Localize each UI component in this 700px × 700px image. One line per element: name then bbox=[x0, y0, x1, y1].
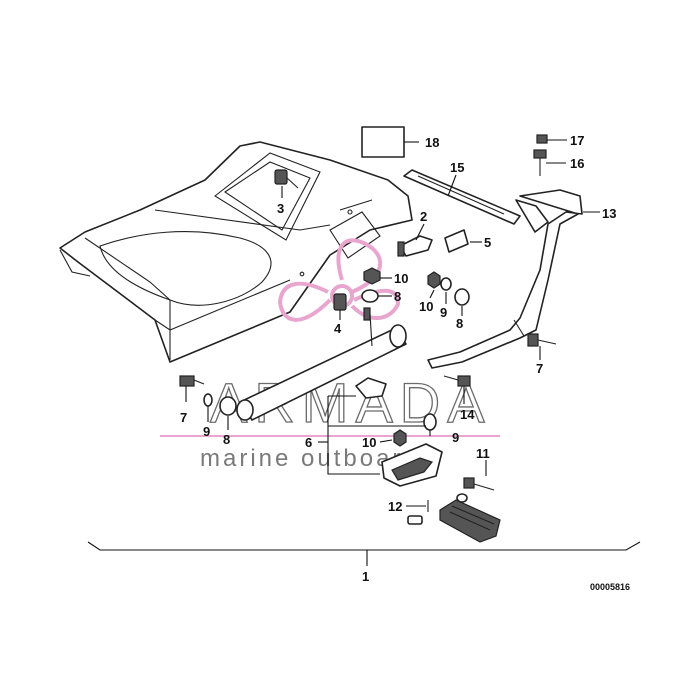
part-16-bolt bbox=[533, 149, 547, 176]
part-8-bushing-upper bbox=[361, 289, 379, 303]
callout-8c: 8 bbox=[223, 432, 230, 447]
part-10-nut-upper bbox=[363, 267, 381, 285]
part-10-nut-lower bbox=[393, 429, 407, 447]
part-10-nut-right bbox=[427, 271, 441, 289]
part-15-mounting-plate bbox=[403, 169, 521, 225]
part-17-nut bbox=[536, 134, 548, 144]
callout-11: 11 bbox=[476, 446, 490, 461]
footpeg bbox=[439, 493, 501, 543]
callout-1: 1 bbox=[362, 569, 369, 584]
armada-watermark: ARMADA marine outboards bbox=[160, 238, 500, 472]
callout-10a: 10 bbox=[394, 271, 408, 286]
part-9-washer-lower bbox=[423, 413, 437, 431]
part-6-rail bbox=[236, 313, 407, 421]
callout-12: 12 bbox=[388, 499, 402, 514]
callout-7a: 7 bbox=[536, 361, 543, 376]
part-8-bushing-right bbox=[454, 288, 470, 306]
callout-14: 14 bbox=[460, 407, 475, 422]
callout-9a: 9 bbox=[440, 305, 447, 320]
footrest-holder bbox=[381, 443, 443, 487]
part-5-plate bbox=[444, 229, 469, 253]
part-18-label bbox=[361, 126, 405, 158]
callout-3: 3 bbox=[277, 201, 284, 216]
callout-labels: 18 17 16 15 13 2 5 3 10 8 10 9 8 4 7 7 9… bbox=[180, 133, 616, 514]
part-7-bolt-left bbox=[179, 375, 205, 387]
callout-4: 4 bbox=[334, 321, 342, 336]
callout-5: 5 bbox=[484, 235, 491, 250]
part-8-bushing-left bbox=[219, 396, 237, 416]
callout-9b: 9 bbox=[203, 424, 210, 439]
part-9-washer-right bbox=[440, 277, 452, 291]
callout-17: 17 bbox=[570, 133, 584, 148]
catalog-number: 00005816 bbox=[590, 582, 630, 592]
part-11-bolt bbox=[463, 477, 495, 491]
part-4-bolt bbox=[333, 293, 371, 321]
part-3-screw bbox=[274, 169, 299, 189]
callout-18: 18 bbox=[425, 135, 439, 150]
part-2-clip bbox=[397, 235, 433, 257]
callout-10c: 10 bbox=[362, 435, 376, 450]
callout-16: 16 bbox=[570, 156, 584, 171]
part-9-washer-left bbox=[203, 393, 213, 407]
assembly-brace: 1 bbox=[87, 541, 641, 584]
part-13-bracket bbox=[427, 189, 583, 369]
callout-8b: 8 bbox=[456, 316, 463, 331]
callout-2: 2 bbox=[420, 209, 427, 224]
callout-15: 15 bbox=[450, 160, 464, 175]
leader-lines bbox=[185, 139, 600, 507]
callout-8a: 8 bbox=[394, 289, 401, 304]
callout-7b: 7 bbox=[180, 410, 187, 425]
callout-9c: 9 bbox=[452, 430, 459, 445]
part-12-pin bbox=[407, 500, 429, 525]
rear-frame-tail-section bbox=[59, 141, 413, 363]
part-7-bolt-right bbox=[527, 333, 557, 347]
callout-6: 6 bbox=[305, 435, 312, 450]
callout-10b: 10 bbox=[419, 299, 433, 314]
callout-13: 13 bbox=[602, 206, 616, 221]
